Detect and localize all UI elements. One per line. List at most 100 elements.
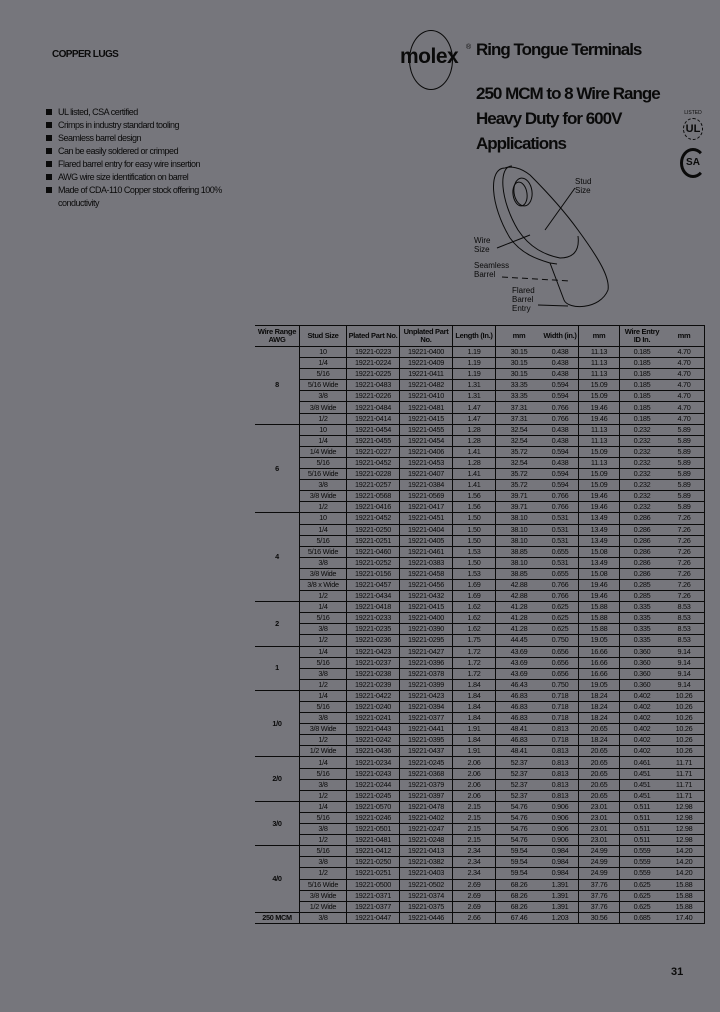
length-mm: 46.83	[495, 701, 542, 714]
width-mm: 15.08	[578, 546, 620, 558]
plated-part-no: 19221-0225	[346, 368, 400, 381]
width-mm: 19.05	[578, 634, 620, 647]
stud-size: 1/4	[299, 435, 347, 447]
stud-size: 5/16	[299, 535, 347, 547]
plated-part-no: 19221-0414	[346, 413, 400, 425]
unplated-part-no: 19221-0415	[399, 413, 453, 425]
feature-item: Flared barrel entry for easy wire insert…	[46, 158, 226, 171]
stud-size: 1/4 Wide	[299, 446, 347, 458]
width-mm: 15.88	[578, 601, 620, 614]
width-mm: 11.13	[578, 357, 620, 370]
wire-entry-in: 0.511	[619, 834, 664, 847]
width-mm: 18.24	[578, 690, 620, 703]
unplated-part-no: 19221-0394	[399, 701, 453, 714]
stud-size: 1/4	[299, 357, 347, 370]
width-mm: 16.66	[578, 668, 620, 680]
length-in: 1.19	[452, 357, 496, 370]
width-in: 0.813	[542, 756, 579, 769]
unplated-part-no: 19221-0423	[399, 690, 453, 703]
wire-entry-mm: 9.14	[664, 679, 705, 691]
plated-part-no: 19221-0244	[346, 779, 400, 791]
wire-entry-in: 0.232	[619, 501, 664, 514]
width-in: 0.438	[542, 357, 579, 370]
wire-entry-in: 0.232	[619, 457, 664, 470]
width-in: 1.391	[542, 890, 579, 902]
length-in: 1.84	[452, 701, 496, 714]
plated-part-no: 19221-0235	[346, 623, 400, 636]
length-in: 1.62	[452, 612, 496, 625]
length-mm: 30.15	[495, 346, 542, 359]
wire-entry-mm: 5.89	[664, 435, 705, 447]
plated-part-no: 19221-0422	[346, 690, 400, 703]
wire-range-awg: 1	[255, 646, 300, 691]
subtitle-line: Applications	[476, 134, 567, 153]
stud-size: 1/4	[299, 690, 347, 703]
wire-entry-in: 0.625	[619, 890, 664, 902]
length-mm: 39.71	[495, 490, 542, 503]
length-mm: 38.85	[495, 546, 542, 558]
stud-size: 1/2 Wide	[299, 745, 347, 758]
unplated-part-no: 19221-0402	[399, 812, 453, 825]
length-mm: 41.28	[495, 612, 542, 625]
wire-entry-in: 0.232	[619, 468, 664, 481]
length-in: 1.50	[452, 535, 496, 547]
stud-size: 3/8 Wide	[299, 890, 347, 902]
width-mm: 15.09	[578, 468, 620, 481]
plated-part-no: 19221-0234	[346, 756, 400, 769]
unplated-part-no: 19221-0413	[399, 845, 453, 858]
wire-entry-mm: 9.14	[664, 657, 705, 669]
wire-range-awg: 1/0	[255, 690, 300, 758]
width-in: 0.718	[542, 712, 579, 725]
length-in: 1.69	[452, 579, 496, 592]
wire-entry-in: 0.286	[619, 535, 664, 547]
width-mm: 15.88	[578, 612, 620, 625]
unplated-part-no: 19221-0248	[399, 834, 453, 847]
width-in: 0.766	[542, 579, 579, 592]
wire-entry-mm: 11.71	[664, 756, 705, 769]
col-wire-range: Wire Range AWG	[255, 325, 300, 347]
width-in: 0.718	[542, 690, 579, 703]
length-mm: 59.54	[495, 856, 542, 869]
stud-size: 3/8	[299, 779, 347, 791]
length-in: 1.62	[452, 601, 496, 614]
stud-size: 5/16	[299, 701, 347, 714]
plated-part-no: 19221-0568	[346, 490, 400, 503]
stud-size: 3/8	[299, 912, 347, 924]
plated-part-no: 19221-0455	[346, 435, 400, 447]
plated-part-no: 19221-0452	[346, 512, 400, 525]
wire-entry-mm: 10.26	[664, 712, 705, 725]
stud-size: 10	[299, 424, 347, 436]
plated-part-no: 19221-0156	[346, 568, 400, 580]
wire-entry-mm: 5.89	[664, 424, 705, 436]
wire-entry-mm: 14.20	[664, 845, 705, 858]
width-mm: 20.65	[578, 756, 620, 769]
unplated-part-no: 19221-0451	[399, 512, 453, 525]
wire-entry-in: 0.559	[619, 867, 664, 880]
width-in: 0.813	[542, 790, 579, 802]
length-mm: 38.10	[495, 535, 542, 547]
plated-part-no: 19221-0436	[346, 745, 400, 758]
length-in: 1.84	[452, 679, 496, 691]
unplated-part-no: 19221-0411	[399, 368, 453, 381]
length-mm: 52.37	[495, 768, 542, 780]
width-in: 1.391	[542, 901, 579, 913]
stud-size: 3/8 Wide	[299, 723, 347, 736]
width-mm: 37.76	[578, 901, 620, 913]
stud-size: 1/2	[299, 834, 347, 847]
plated-part-no: 19221-0236	[346, 634, 400, 647]
plated-part-no: 19221-0233	[346, 612, 400, 625]
plated-part-no: 19221-0443	[346, 723, 400, 736]
width-in: 0.906	[542, 812, 579, 825]
length-in: 1.47	[452, 413, 496, 425]
plated-part-no: 19221-0243	[346, 768, 400, 780]
